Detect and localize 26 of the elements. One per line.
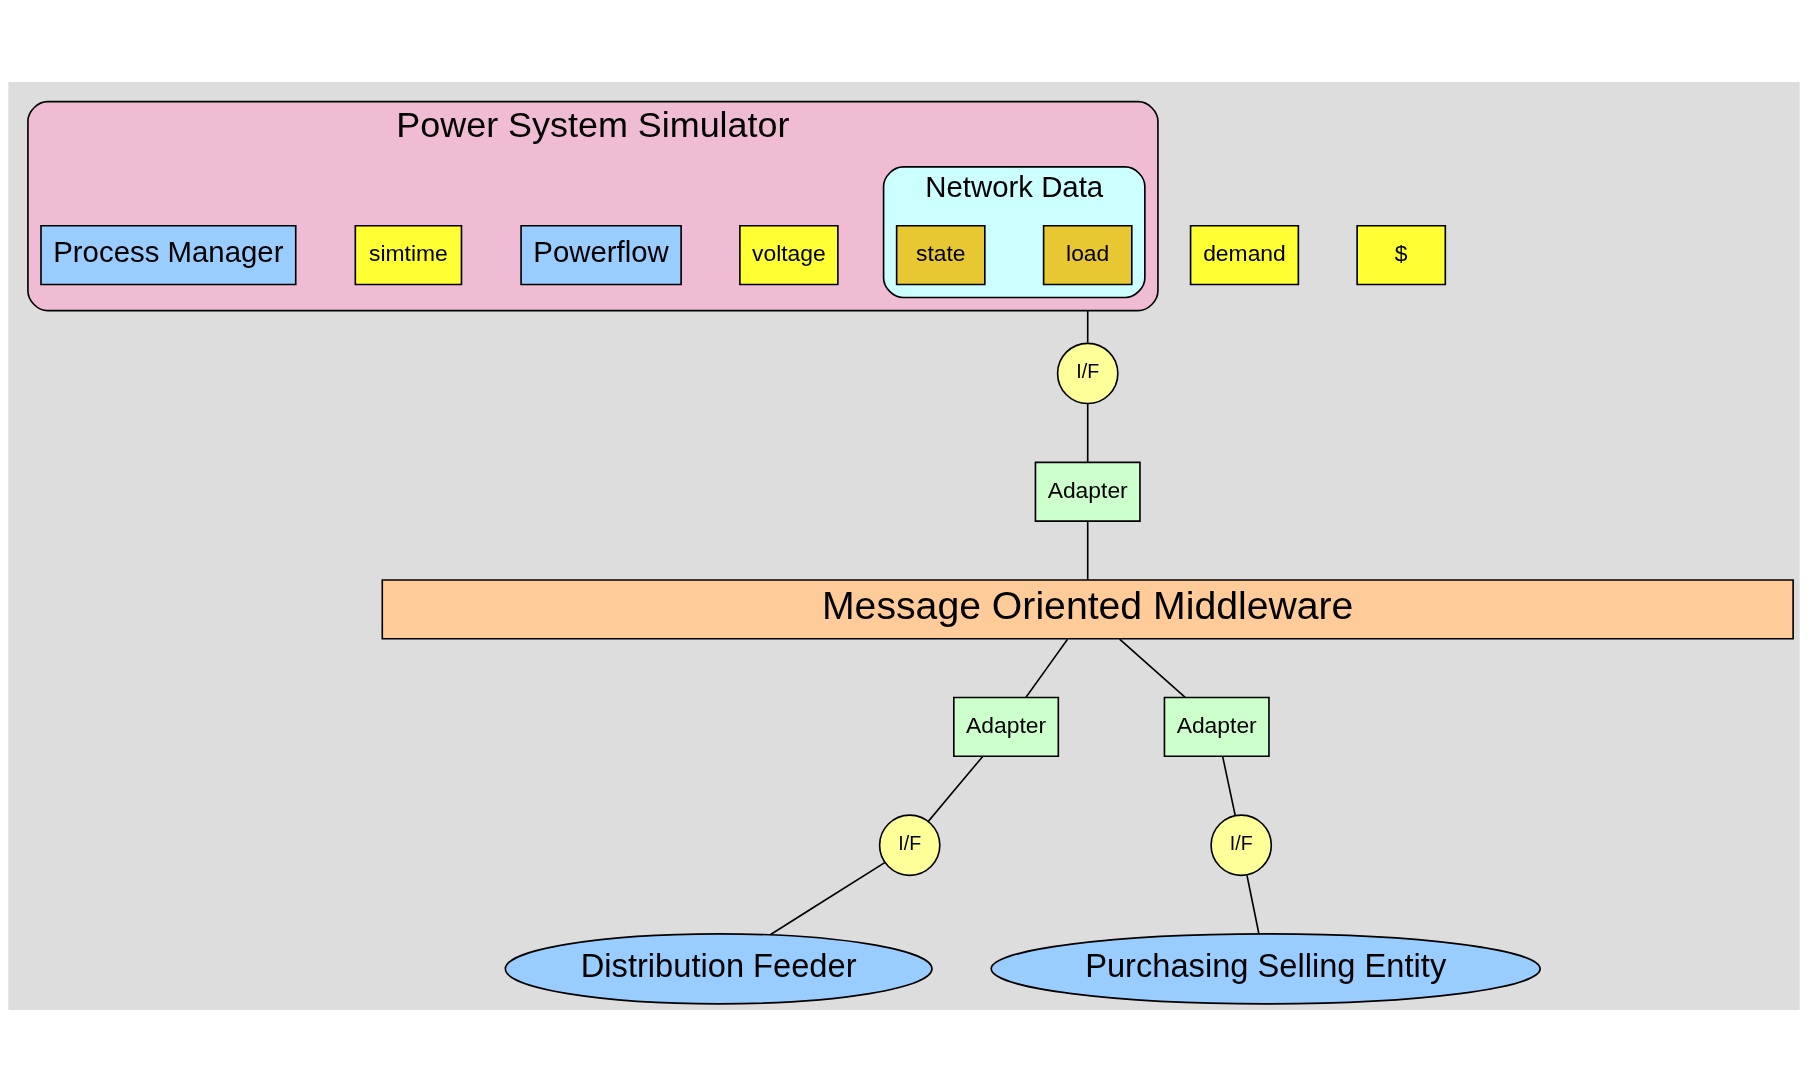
node-box: Adapter (1034, 461, 1141, 522)
connector (927, 755, 984, 823)
node-box: state (895, 224, 986, 286)
node-box: load (1042, 224, 1133, 286)
node-box: simtime (354, 224, 463, 286)
connector (1118, 638, 1186, 699)
node-box: Adapter (953, 696, 1060, 758)
node-box: voltage (739, 224, 839, 286)
node-circle: I/F (1210, 814, 1273, 877)
node-circle: I/F (1056, 342, 1119, 405)
node-box: Adapter (1163, 696, 1270, 758)
node-ellipse: Purchasing Selling Entity (990, 933, 1541, 1005)
connector (1086, 403, 1089, 464)
node-circle: I/F (878, 814, 941, 877)
node-box: $ (1356, 224, 1447, 286)
connector (769, 861, 886, 936)
connector (1221, 755, 1236, 817)
node-box: Message Oriented Middleware (381, 579, 1794, 640)
connector (1086, 309, 1089, 344)
node-box: demand (1189, 224, 1300, 286)
connector (1086, 520, 1089, 581)
node-box: Process Manager (40, 224, 297, 286)
connector (1025, 638, 1069, 699)
connector (1246, 874, 1260, 935)
node-box: Powerflow (520, 224, 682, 286)
node-ellipse: Distribution Feeder (504, 933, 933, 1005)
